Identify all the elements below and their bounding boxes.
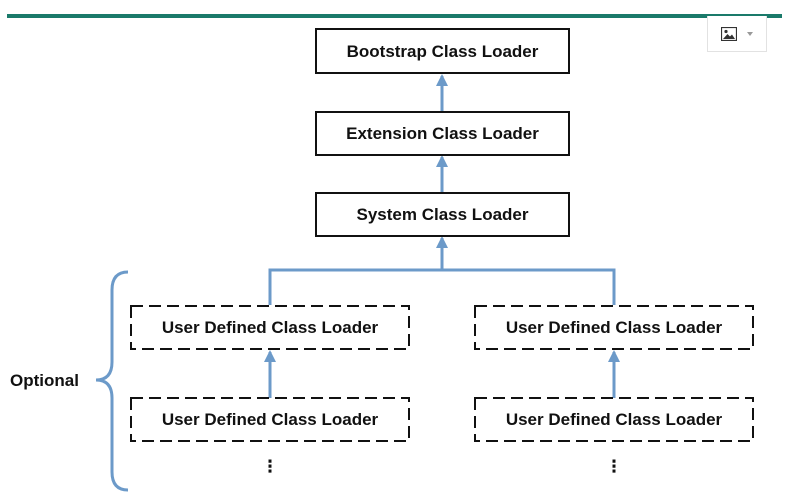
ellipsis-left: ⋮ (262, 457, 279, 476)
image-icon (721, 26, 737, 41)
arrowhead-left-user-1 (264, 350, 276, 362)
arrowhead-bootstrap (436, 74, 448, 86)
node-bootstrap: Bootstrap Class Loader (315, 28, 570, 74)
node-user-right-1-label: User Defined Class Loader (506, 318, 723, 337)
node-user-right-2-label: User Defined Class Loader (506, 410, 723, 429)
node-system-label: System Class Loader (357, 205, 529, 224)
ellipsis-right: ⋮ (606, 457, 623, 476)
connectors (95, 74, 620, 492)
node-user-left-2-label: User Defined Class Loader (162, 410, 379, 429)
branch-connector (268, 268, 616, 305)
node-user-right-1: User Defined Class Loader (474, 305, 754, 350)
node-system: System Class Loader (315, 192, 570, 237)
chevron-down-icon (747, 31, 753, 36)
node-user-left-1: User Defined Class Loader (130, 305, 410, 350)
optional-label: Optional (10, 371, 79, 390)
node-user-right-2: User Defined Class Loader (474, 397, 754, 442)
top-accent-bar (7, 14, 782, 18)
arrowhead-extension (436, 155, 448, 167)
image-options-button[interactable] (707, 16, 767, 52)
optional-brace (95, 270, 129, 492)
node-user-left-2: User Defined Class Loader (130, 397, 410, 442)
node-extension-label: Extension Class Loader (346, 124, 539, 143)
node-bootstrap-label: Bootstrap Class Loader (347, 42, 539, 61)
arrowhead-right-user-1 (608, 350, 620, 362)
arrowhead-system (436, 236, 448, 248)
node-user-left-1-label: User Defined Class Loader (162, 318, 379, 337)
node-extension: Extension Class Loader (315, 111, 570, 156)
